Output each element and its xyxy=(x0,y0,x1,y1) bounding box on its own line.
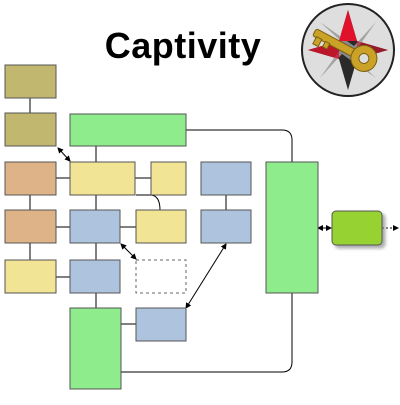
node-green-tall-bottom xyxy=(69,307,122,390)
node-dashed-empty xyxy=(135,259,187,294)
node-yellow-wide xyxy=(69,161,136,196)
arrow-blue-to-blue-bottom xyxy=(185,243,227,309)
node-tan-top xyxy=(4,161,57,196)
node-yellow-left xyxy=(4,259,57,294)
node-blue-right-bottom xyxy=(200,209,252,244)
connectors xyxy=(29,98,293,373)
node-tan-bottom xyxy=(4,209,57,244)
node-yellow-lower xyxy=(135,209,187,244)
connector-green-bottom-loop xyxy=(121,293,293,373)
node-blue-right-top xyxy=(200,161,252,196)
node-olive-bottom xyxy=(4,112,57,147)
node-green-tall-right xyxy=(265,161,319,294)
connector-yellow-to-yellow-lower xyxy=(136,194,161,211)
node-blue-bottom xyxy=(135,307,187,342)
node-olive-top xyxy=(4,64,57,99)
connector-green-top-right xyxy=(186,129,293,162)
arrows xyxy=(57,147,399,309)
node-blue-lower xyxy=(69,259,121,294)
arrow-blue-to-dashed xyxy=(120,243,137,260)
node-yellow-small xyxy=(150,161,187,196)
key-compass-rose-icon xyxy=(301,3,395,97)
arrow-olive-to-yellow xyxy=(57,147,71,162)
node-blue-mid xyxy=(69,209,121,244)
page-title: Captivity xyxy=(104,25,262,66)
node-green-top xyxy=(69,113,187,147)
node-lime-output xyxy=(331,210,383,246)
